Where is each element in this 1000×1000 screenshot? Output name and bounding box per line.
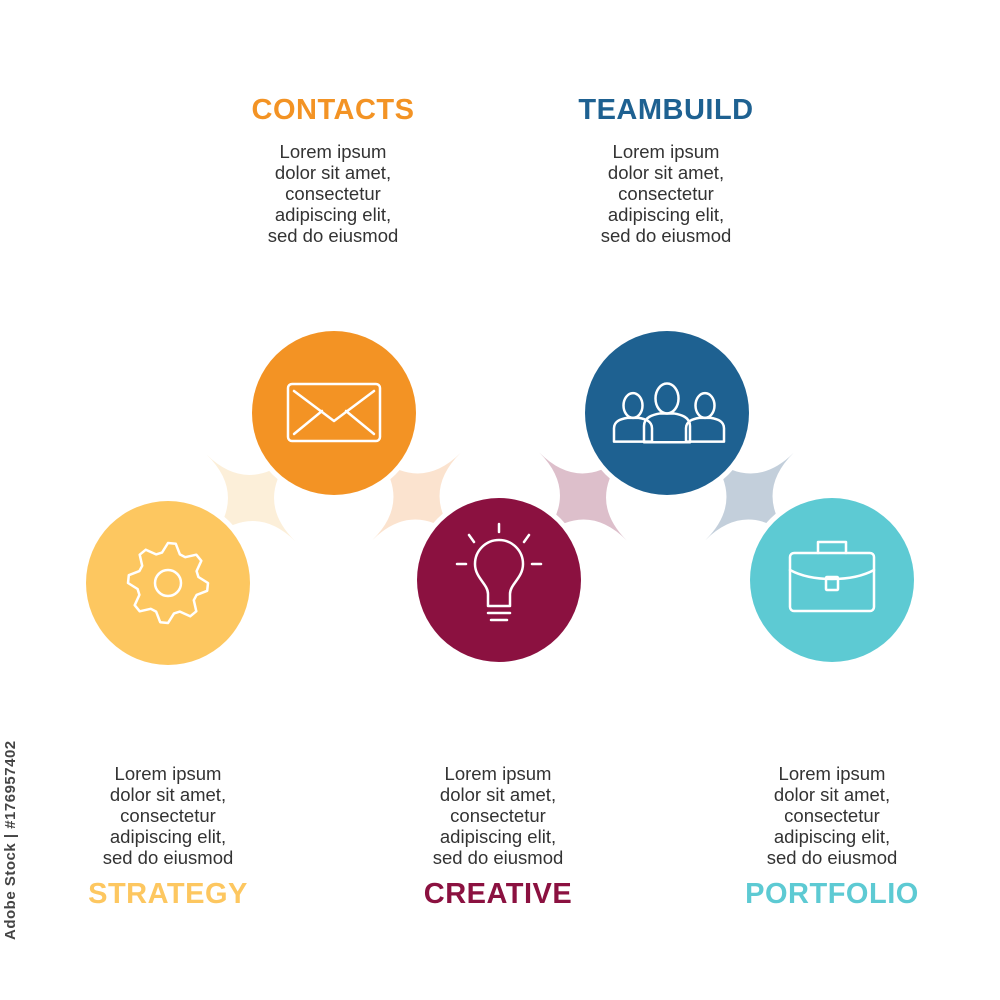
text-strategy: Lorem ipsum dolor sit amet, consectetur …	[102, 763, 234, 868]
title-portfolio: PORTFOLIO	[745, 878, 919, 910]
text-contacts: Lorem ipsum dolor sit amet, consectetur …	[267, 141, 399, 246]
connector-1	[206, 454, 296, 542]
title-strategy: STRATEGY	[88, 878, 248, 910]
text-teambuild: Lorem ipsum dolor sit amet, consectetur …	[600, 141, 732, 246]
gear-icon	[126, 541, 210, 625]
text-portfolio: Lorem ipsum dolor sit amet, consectetur …	[766, 763, 898, 868]
stock-id-label: Adobe Stock | #176957402	[2, 740, 19, 940]
title-teambuild: TEAMBUILD	[578, 94, 754, 126]
envelope-icon	[286, 382, 382, 443]
text-creative: Lorem ipsum dolor sit amet, consectetur …	[432, 763, 564, 868]
connector-3	[539, 452, 627, 541]
circle-strategy	[86, 501, 250, 665]
title-contacts: CONTACTS	[251, 94, 415, 126]
title-creative: CREATIVE	[423, 878, 573, 910]
briefcase-icon	[788, 540, 876, 613]
lightbulb-icon	[455, 522, 543, 622]
circle-contacts	[252, 331, 416, 495]
circle-creative	[417, 498, 581, 662]
people-icon	[612, 382, 726, 444]
circles	[81, 326, 919, 670]
